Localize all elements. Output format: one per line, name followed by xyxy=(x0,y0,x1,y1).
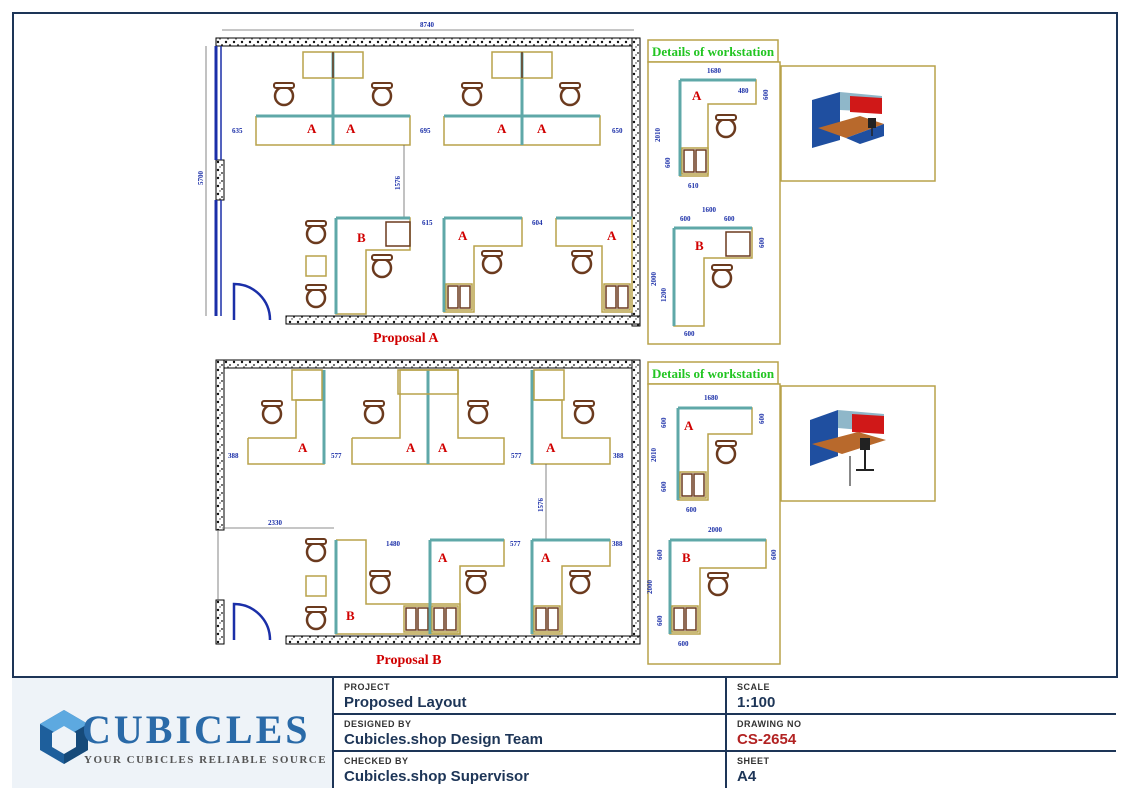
drawing-no-cell: DRAWING NO CS-2654 xyxy=(727,715,1116,752)
detail-dim: 600 xyxy=(724,215,735,223)
dim-width: 8740 xyxy=(420,21,435,29)
ws-letter: A xyxy=(684,418,694,433)
title-block: CUBICLES YOUR CUBICLES RELIABLE SOURCE P… xyxy=(12,676,1118,788)
details-a-title: Details of workstation xyxy=(652,44,775,59)
detail-dim: 2000 xyxy=(650,272,658,287)
workstation-3d-preview-a xyxy=(780,65,936,182)
gap-dim: 615 xyxy=(422,219,433,227)
sheet-cell: SHEET A4 xyxy=(727,752,1116,788)
scale-label: SCALE xyxy=(737,682,771,692)
gap-dim: 1576 xyxy=(537,498,545,513)
ws-letter: A xyxy=(298,440,308,455)
detail-dim: 1680 xyxy=(704,394,719,402)
scale-cell: SCALE 1:100 xyxy=(727,678,1116,715)
title-block-divider xyxy=(725,678,727,788)
ws-letter: A xyxy=(537,121,547,136)
cube-logo-icon xyxy=(40,710,88,764)
detail-dim: 480 xyxy=(738,87,749,95)
gap-dim: 577 xyxy=(510,540,521,548)
lower-row-a: B A A xyxy=(304,216,633,315)
gap-dim: 2330 xyxy=(268,519,283,527)
upper-row-a: A A A A xyxy=(255,51,601,146)
gap-dim: 604 xyxy=(532,219,543,227)
detail-dim: 1600 xyxy=(702,206,717,214)
ws-letter: B xyxy=(346,608,355,623)
detail-dim: 600 xyxy=(770,549,778,560)
proposal-b-plan: A A A A 388 577 577 388 1576 2330 1480 5… xyxy=(215,359,641,668)
detail-dim: 610 xyxy=(688,182,699,190)
detail-dim: 600 xyxy=(656,615,664,626)
checked-value: Cubicles.shop Supervisor xyxy=(344,768,530,785)
gap-dim: 1576 xyxy=(394,176,402,191)
sheet-value: A4 xyxy=(737,768,757,785)
designed-label: DESIGNED BY xyxy=(344,719,412,729)
detail-dim: 600 xyxy=(678,640,689,648)
detail-dim: 600 xyxy=(684,330,695,338)
ws-letter: A xyxy=(458,228,468,243)
detail-dim: 2000 xyxy=(646,580,654,595)
ws-letter: B xyxy=(682,550,691,565)
proposal-a-title: Proposal A xyxy=(373,331,439,346)
designed-value: Cubicles.shop Design Team xyxy=(344,731,543,748)
ws-letter: A xyxy=(307,121,317,136)
designed-cell: DESIGNED BY Cubicles.shop Design Team xyxy=(334,715,725,752)
gap-dim: 650 xyxy=(612,127,623,135)
detail-dim: 600 xyxy=(660,481,668,492)
ws-letter: A xyxy=(692,88,702,103)
checked-label: CHECKED BY xyxy=(344,756,409,766)
detail-dim: 1680 xyxy=(707,67,722,75)
gap-dim: 1480 xyxy=(386,540,401,548)
project-cell: PROJECT Proposed Layout xyxy=(334,678,725,715)
ws-letter: A xyxy=(438,550,448,565)
detail-dim: 600 xyxy=(664,157,672,168)
ws-letter: A xyxy=(541,550,551,565)
ws-letter: A xyxy=(546,440,556,455)
ws-letter: A xyxy=(406,440,416,455)
company-logo: CUBICLES YOUR CUBICLES RELIABLE SOURCE xyxy=(12,678,334,788)
detail-dim: 600 xyxy=(686,506,697,514)
drawing-no-value: CS-2654 xyxy=(737,731,797,748)
detail-dim: 600 xyxy=(656,549,664,560)
project-value: Proposed Layout xyxy=(344,694,467,711)
detail-dim: 2010 xyxy=(654,128,662,143)
detail-dim: 600 xyxy=(680,215,691,223)
ws-letter: A xyxy=(346,121,356,136)
details-b-title: Details of workstation xyxy=(652,366,775,381)
proposal-a-plan: 8740 5700 A A A A 635 695 650 xyxy=(197,21,641,346)
ws-letter: A xyxy=(607,228,617,243)
gap-dim: 695 xyxy=(420,127,431,135)
detail-dim: 600 xyxy=(758,413,766,424)
detail-dim: 600 xyxy=(660,417,668,428)
logo-wordmark: CUBICLES xyxy=(82,707,311,752)
dim-height: 5700 xyxy=(197,171,205,186)
detail-dim: 2010 xyxy=(650,448,658,463)
gap-dim: 388 xyxy=(613,452,624,460)
detail-dim: 600 xyxy=(758,237,766,248)
gap-dim: 388 xyxy=(612,540,623,548)
scale-value: 1:100 xyxy=(737,694,776,711)
sheet-label: SHEET xyxy=(737,756,770,766)
ws-letter: A xyxy=(497,121,507,136)
upper-row-b: A A A A xyxy=(247,369,611,465)
gap-dim: 635 xyxy=(232,127,243,135)
proposal-b-title: Proposal B xyxy=(376,653,441,668)
checked-cell: CHECKED BY Cubicles.shop Supervisor xyxy=(334,752,725,788)
drawing-no-label: DRAWING NO xyxy=(737,719,802,729)
ws-letter: A xyxy=(438,440,448,455)
detail-dim: 2000 xyxy=(708,526,723,534)
gap-dim: 577 xyxy=(511,452,522,460)
lower-row-b: A A B xyxy=(304,537,611,635)
detail-dim: 600 xyxy=(762,89,770,100)
project-label: PROJECT xyxy=(344,682,391,692)
logo-tagline: YOUR CUBICLES RELIABLE SOURCE xyxy=(84,754,328,766)
details-a: Details of workstation A 1680 480 600 20… xyxy=(647,39,781,345)
ws-letter: B xyxy=(357,230,366,245)
gap-dim: 388 xyxy=(228,452,239,460)
details-b: Details of workstation A 1680 600 2010 6… xyxy=(646,361,781,665)
gap-dim: 577 xyxy=(331,452,342,460)
ws-letter: B xyxy=(695,238,704,253)
floor-plan-drawing: 8740 5700 A A A A 635 695 650 xyxy=(197,21,936,668)
detail-dim: 1200 xyxy=(660,288,668,303)
workstation-3d-preview-b xyxy=(780,385,936,502)
